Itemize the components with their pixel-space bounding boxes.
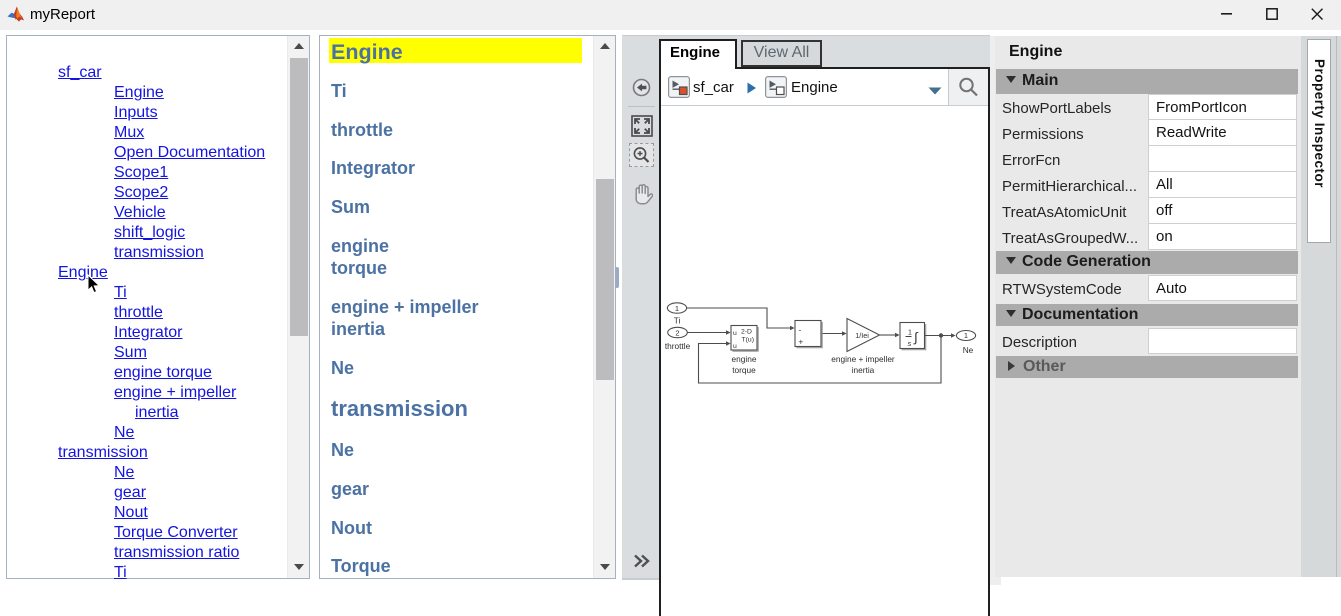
svg-text:+: + [799, 338, 804, 347]
svg-text:torque: torque [732, 365, 756, 375]
svg-text:1/Iei: 1/Iei [855, 331, 869, 340]
svg-text:1: 1 [964, 331, 968, 340]
svg-text:s: s [908, 339, 912, 348]
svg-text:1: 1 [908, 330, 912, 337]
svg-text:engine + impeller: engine + impeller [831, 354, 895, 364]
svg-text:inertia: inertia [852, 365, 875, 375]
svg-text:Ne: Ne [963, 345, 974, 355]
svg-text:∫: ∫ [913, 330, 919, 345]
svg-text:u: u [733, 330, 737, 337]
svg-text:2-D: 2-D [741, 329, 752, 336]
svg-text:T(u): T(u) [742, 337, 754, 344]
svg-text:-: - [799, 325, 802, 335]
svg-text:2: 2 [675, 328, 679, 337]
svg-text:1: 1 [675, 304, 679, 313]
svg-text:throttle: throttle [665, 341, 691, 351]
svg-text:Ti: Ti [674, 316, 681, 326]
svg-text:engine: engine [732, 354, 757, 364]
svg-text:u: u [733, 343, 737, 350]
